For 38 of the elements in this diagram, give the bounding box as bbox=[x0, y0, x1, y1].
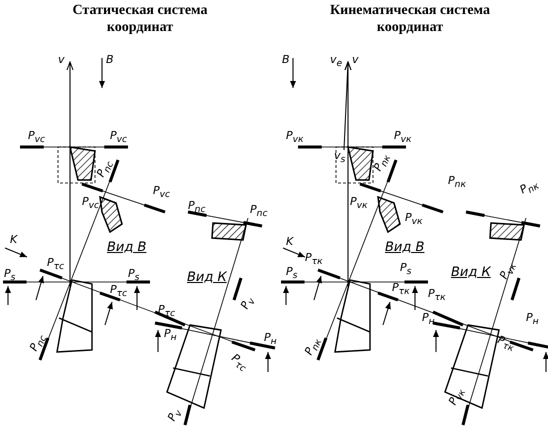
plane-label: P$_{τк}$ bbox=[305, 252, 323, 268]
plane-label: P$_{vс}$ bbox=[153, 185, 170, 202]
plane-label: P$_{vк}$ bbox=[350, 196, 368, 212]
plane-label: P$_{vк}$ bbox=[394, 130, 412, 146]
plane-label: P$_{vс}$ bbox=[82, 196, 100, 212]
plane-label: B bbox=[106, 54, 114, 66]
plane-label: P$_{τс}$ bbox=[158, 304, 176, 320]
plane-label: P$_{nк}$ bbox=[448, 175, 466, 192]
view-label: Вид В bbox=[107, 242, 146, 254]
view-label: Вид К bbox=[451, 267, 491, 279]
plane-label: P$_{s}$ bbox=[128, 268, 140, 284]
plane-label: v$_{s}$ bbox=[334, 150, 346, 166]
plane-label: P$_{τс}$ bbox=[110, 284, 128, 300]
plane-label: P$_{nс}$ bbox=[188, 200, 206, 216]
plane-label: P$_{vк}$ bbox=[286, 130, 304, 146]
plane-label: v bbox=[58, 54, 65, 66]
view-label: Вид В bbox=[385, 242, 424, 254]
plane-label: P$_{vс}$ bbox=[28, 130, 46, 146]
plane-label: P$_{nс}$ bbox=[250, 204, 268, 220]
panel-heading: Кинематическая система координат bbox=[329, 2, 491, 36]
plane-label: v bbox=[352, 54, 359, 66]
plane-label: P$_{τк}$ bbox=[428, 288, 446, 304]
view-label: Вид К bbox=[187, 272, 227, 284]
plane-label: K bbox=[286, 236, 294, 248]
plane-label: B bbox=[282, 54, 290, 66]
plane-label: P$_{vк}$ bbox=[405, 212, 423, 228]
panel-heading: Статическая система координат bbox=[71, 2, 208, 36]
plane-label: P$_{τс}$ bbox=[47, 257, 64, 274]
plane-label: K bbox=[10, 234, 18, 246]
plane-label: P$_{s}$ bbox=[286, 266, 298, 282]
plane-label: P$_{s}$ bbox=[4, 268, 16, 284]
plane-label: v$_{e}$ bbox=[330, 54, 342, 70]
plane-label: P$_{τк}$ bbox=[392, 282, 410, 298]
plane-label: P$_{н}$ bbox=[264, 332, 277, 348]
plane-label: P$_{н}$ bbox=[164, 328, 177, 344]
plane-label: P$_{н}$ bbox=[526, 312, 539, 328]
plane-label: P$_{s}$ bbox=[400, 262, 412, 278]
plane-label: P$_{vс}$ bbox=[110, 130, 128, 146]
